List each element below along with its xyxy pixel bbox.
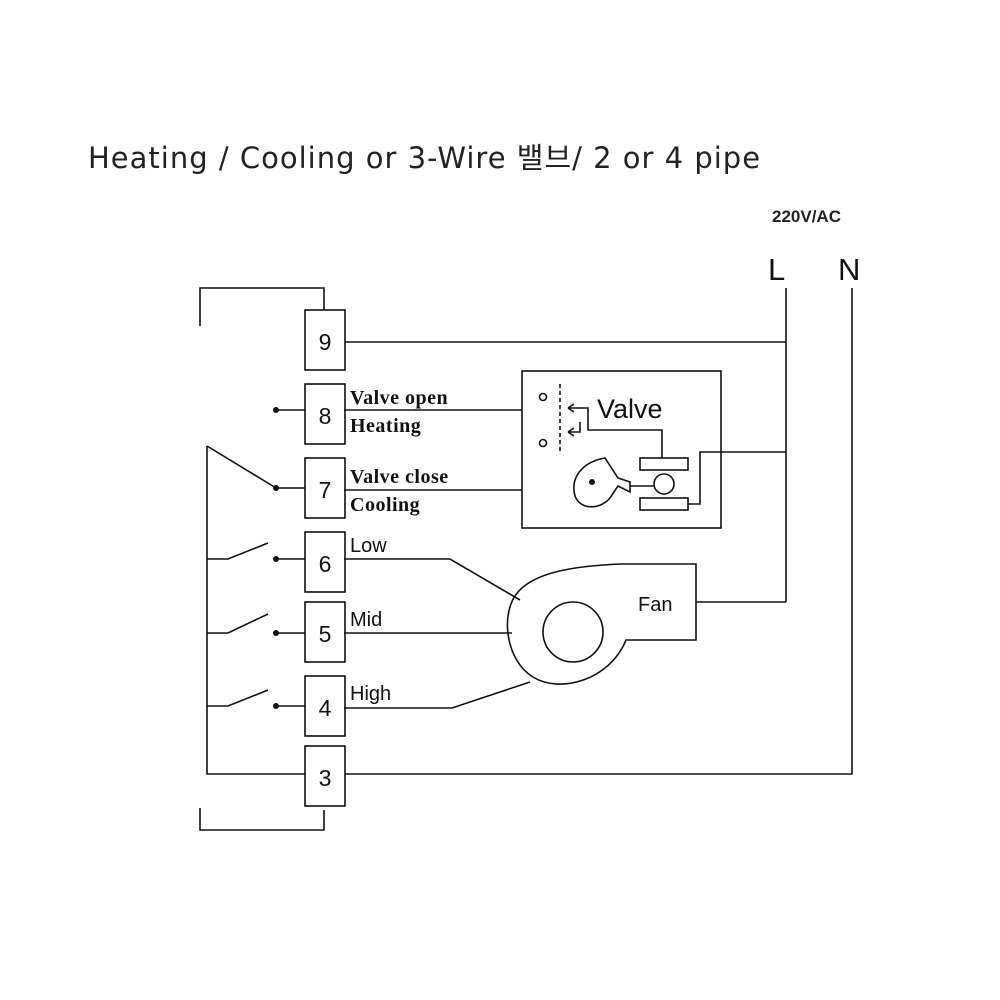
- terminal-9: [304, 309, 346, 371]
- valve-motor-shaft-icon: [589, 479, 595, 485]
- label-valve-open: Valve open: [350, 387, 448, 409]
- valve-body-bottom-icon: [639, 497, 689, 511]
- diagram-title: Heating / Cooling or 3-Wire 밸브/ 2 or 4 p…: [88, 141, 761, 175]
- label-low: Low: [350, 535, 387, 557]
- terminal-9-number: 9: [319, 329, 332, 355]
- terminal-8-number: 8: [319, 403, 332, 429]
- terminal-4-number: 4: [319, 695, 332, 721]
- terminal-6: [304, 531, 346, 593]
- label-cooling: Cooling: [350, 494, 420, 516]
- terminal-5: [304, 601, 346, 663]
- terminal-7-number: 7: [319, 477, 332, 503]
- valve-open-contact-icon: [538, 392, 548, 402]
- switch-6-blade: [207, 542, 269, 560]
- wire-fan-low: [344, 558, 521, 601]
- valve-motor-cam-icon: [573, 457, 631, 508]
- valve-body-top-icon: [639, 457, 689, 471]
- neutral-label: N: [838, 252, 860, 287]
- label-valve-close: Valve close: [350, 466, 449, 488]
- valve-ball-icon: [653, 473, 675, 495]
- label-high: High: [350, 683, 391, 705]
- valve-internal-wire-2: [568, 422, 581, 433]
- thermostat-bracket-top: [199, 287, 325, 326]
- valve-actuator: Valve: [521, 370, 722, 529]
- terminal-5-number: 5: [319, 621, 332, 647]
- label-mid: Mid: [350, 609, 382, 631]
- supply-voltage-label: 220V/AC: [772, 207, 841, 226]
- live-label: L: [768, 252, 785, 287]
- terminal-block: 9 8 7 6 5 4 3: [304, 309, 346, 807]
- valve-label: Valve: [597, 394, 663, 424]
- terminal-3: [304, 745, 346, 807]
- fan-motor: Fan: [506, 563, 697, 685]
- terminal-4: [304, 675, 346, 737]
- switch-5-blade: [207, 613, 269, 634]
- valve-close-contact-icon: [538, 438, 548, 448]
- fan-label: Fan: [638, 594, 672, 616]
- terminal-8: [304, 383, 346, 445]
- valve-arrow-2-icon: [567, 427, 575, 437]
- terminal-7: [304, 457, 346, 519]
- valve-internal-wire-3: [688, 451, 708, 505]
- wire-fan-high: [344, 681, 531, 709]
- valve-arrow-1-icon: [567, 403, 575, 413]
- thermostat-bracket-bottom: [199, 808, 325, 831]
- switch-4-blade: [207, 689, 269, 707]
- switch-common-bus: [206, 446, 305, 775]
- valve-internal-wire-1: [568, 407, 663, 460]
- label-heating: Heating: [350, 415, 421, 437]
- switch-7-blade: [206, 445, 277, 489]
- terminal-6-number: 6: [319, 551, 332, 577]
- neutral-wire: [344, 288, 853, 775]
- fan-rotor-icon: [542, 601, 604, 663]
- terminal-3-number: 3: [319, 765, 332, 791]
